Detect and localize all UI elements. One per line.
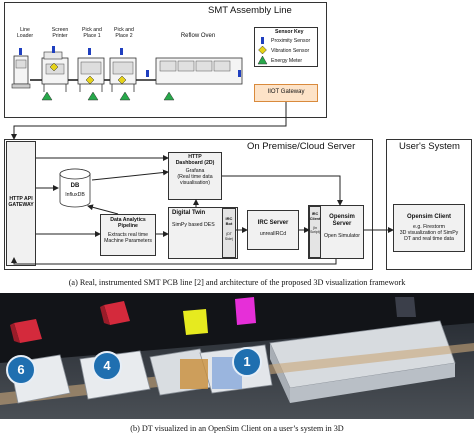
server-title: On Premise/Cloud Server [247, 141, 356, 152]
http-api-gateway [6, 141, 36, 266]
db-cylinder [59, 168, 91, 208]
irc-bot-label: IRC Bot [225, 216, 233, 226]
red-cube-1 [14, 319, 42, 343]
irc-client-label: IRC Client [309, 212, 321, 221]
caption-b: (b) DT visualized in an OpenSim Client o… [130, 424, 344, 433]
pipeline-subtitle: Extracts real time Machine Parameters [104, 232, 152, 244]
line-loader-machine [11, 55, 31, 89]
station-badge-4: 4 [92, 351, 122, 381]
http-dashboard-title: HTTP Dashboard (2D) [175, 154, 215, 166]
digital-twin-subtitle: SimPy based DES [172, 222, 215, 228]
sensor-key-icons [257, 37, 268, 65]
yellow-cube [183, 309, 208, 335]
station-label-screen-printer: Screen Printer [51, 27, 69, 39]
station-label-line-loader: Line Loader [16, 27, 34, 39]
station-label-pick-place-2: Pick and Place 2 [114, 27, 134, 39]
sensor-key-energy-label: Energy Meter [271, 58, 303, 64]
proximity-sensor-icon [261, 37, 264, 44]
sensor-key-vibration-label: Vibration Sensor [271, 48, 310, 54]
station-badge-1: 1 [232, 347, 262, 377]
irc-client-sub: (In Script) [310, 226, 320, 235]
db-title: DB [70, 183, 80, 189]
energy-meter-icon [257, 55, 268, 65]
opensim-server-subtitle: Open Simulator [323, 233, 361, 239]
db-subtitle: InfluxDB [65, 192, 85, 198]
reflow-oven-machine [155, 57, 243, 85]
station-badge-6: 6 [6, 355, 36, 385]
opensim-3d-scene: 6 4 1 [0, 293, 474, 419]
opensim-client-subtitle: e.g. Firestorm 3D visualization of SimPy… [399, 224, 459, 242]
irc-bot [222, 208, 236, 258]
user-system-title: User's System [399, 141, 460, 152]
irc-server-title: IRC Server [257, 220, 289, 226]
red-cube-2 [104, 301, 130, 325]
opensim-client [393, 204, 465, 252]
pipeline-title: Data Analytics Pipeline [110, 217, 146, 229]
sensor-key-title: Sensor Key [275, 29, 304, 35]
vibration-sensor-icon [258, 45, 267, 55]
irc-server-subtitle: unrealIRCd [259, 231, 287, 237]
smt-title: SMT Assembly Line [208, 5, 292, 16]
magenta-cube [235, 297, 256, 325]
station-label-reflow-oven: Reflow Oven [180, 33, 216, 39]
caption-a: (a) Real, instrumented SMT PCB line [2] … [68, 278, 406, 287]
iiot-gateway [254, 84, 318, 102]
iiot-gateway-label: IIOT Gateway [267, 89, 305, 95]
station-label-pick-place-1: Pick and Place 1 [82, 27, 102, 39]
opensim-server-title: Opensim Server [329, 214, 355, 227]
http-dashboard-subtitle: Grafana (Real time data visualisation) [177, 168, 213, 186]
irc-bot-sub: (DT Side) [224, 232, 234, 241]
digital-twin-title: Digital Twin [172, 210, 206, 216]
opensim-client-title: Opensim Client [406, 214, 451, 220]
smt-line-drawing [11, 46, 243, 101]
architecture-connectors [11, 102, 394, 265]
sensor-key-proximity-label: Proximity Sensor [271, 38, 311, 44]
scene-render [0, 293, 474, 419]
http-api-gateway-label: HTTP API GATEWAY [8, 196, 34, 208]
dark-cube [395, 297, 416, 317]
